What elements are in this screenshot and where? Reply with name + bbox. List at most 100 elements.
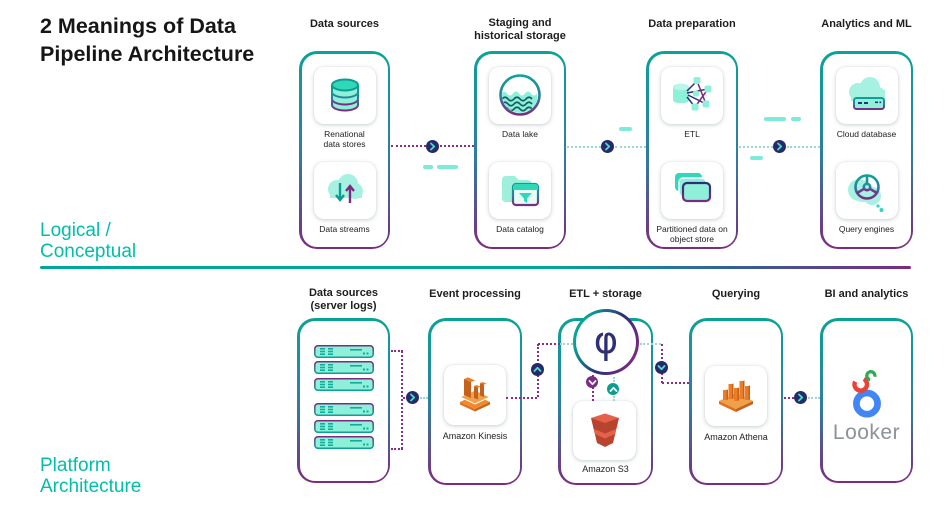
card-amazon-s3 [573, 401, 636, 460]
card-data-streams [313, 161, 376, 219]
s3-icon [590, 413, 619, 447]
card-amazon-kinesis [444, 364, 506, 425]
data-lake-icon [499, 74, 541, 116]
cloud-sync-icon [327, 174, 363, 203]
header-analytics-ml: Analytics and ML [821, 18, 912, 30]
chevron-up-badge-icon [531, 363, 544, 376]
decor-dash [437, 165, 458, 169]
decor-dash [619, 127, 632, 131]
card-label-data-streams: Data streams [319, 223, 370, 234]
group-platform-server-logs [297, 318, 390, 483]
page-title: 2 Meanings of Data Pipeline Architecture [40, 12, 300, 69]
chevron-right-badge-icon [794, 391, 807, 404]
cloud-database-icon [848, 77, 885, 110]
group-logical-data-preparation: ETL Partitioned data on object store [646, 51, 738, 249]
card-query-engines [835, 161, 898, 219]
decor-dash [750, 156, 763, 160]
chevron-down-badge-icon [586, 376, 598, 388]
partitioned-data-icon [675, 173, 712, 203]
row-label-platform-line2: Architecture [40, 476, 142, 498]
connector-dotted-line [560, 343, 573, 345]
group-logical-staging-storage: Data lake Data catalog [474, 51, 566, 249]
group-logical-data-sources: Renational data stores Data streams [299, 51, 390, 249]
connector-dotted-line [592, 375, 594, 401]
card-relational-data-stores [313, 66, 376, 124]
chevron-right-badge-icon [601, 140, 614, 153]
group-platform-querying: Amazon Athena [689, 318, 783, 485]
kinesis-icon [458, 376, 492, 411]
etl-icon [673, 77, 712, 111]
chevron-right-badge-icon [773, 140, 786, 153]
card-label-partitioned-data: Partitioned data on object store [656, 223, 728, 244]
row-label-platform-line1: Platform [40, 455, 111, 476]
chevron-right-badge-icon [406, 391, 419, 404]
card-data-catalog [489, 161, 551, 219]
server-icon [313, 377, 374, 391]
connector-dotted-line [538, 343, 560, 345]
group-platform-bi-analytics: Looker [820, 318, 913, 483]
connector-dotted-line [808, 397, 820, 399]
row-divider [40, 266, 911, 269]
connector-dotted-line [567, 146, 601, 148]
card-partitioned-data [661, 161, 723, 219]
connector-dotted-line [401, 351, 403, 449]
chevron-right-badge-icon [426, 140, 439, 153]
label-amazon-athena: Amazon Athena [704, 431, 768, 442]
row-label-logical-line1: Logical / [40, 220, 111, 241]
card-data-lake [489, 66, 551, 124]
server-icon [313, 361, 374, 374]
header-querying: Querying [711, 288, 761, 300]
decor-dash [423, 165, 433, 169]
group-platform-event-processing: Amazon Kinesis [428, 318, 522, 485]
decor-dash [791, 117, 801, 121]
server-icon [313, 403, 374, 416]
looker-logo [851, 369, 881, 418]
card-amazon-athena [705, 365, 767, 426]
server-icon [313, 436, 374, 449]
connector-dotted-line [784, 397, 794, 399]
athena-icon [719, 379, 753, 412]
connector-dotted-line [391, 350, 403, 352]
header-etl-storage: ETL + storage [569, 288, 642, 300]
page-title-line2: Pipeline Architecture [40, 42, 255, 67]
connector-dotted-line [440, 145, 474, 147]
server-icon [313, 344, 374, 358]
chevron-up-badge-icon [607, 383, 619, 395]
decor-dash [764, 117, 786, 121]
row-label-logical: Logical / Conceptual [40, 220, 136, 263]
page-title-line1: 2 Meanings of Data [40, 14, 236, 38]
row-label-platform: Platform Architecture [40, 455, 141, 498]
label-looker: Looker [832, 420, 901, 444]
connector-dotted-line [739, 146, 773, 148]
connector-dotted-line [615, 146, 646, 148]
query-engines-icon [847, 174, 883, 212]
phi-logo: φ [573, 309, 639, 375]
header-bi-analytics: BI and analytics [824, 288, 909, 300]
card-etl [661, 66, 723, 124]
group-logical-analytics-ml: Cloud database Query engines [820, 51, 913, 249]
connector-dotted-line [662, 382, 689, 384]
connector-dotted-line [640, 343, 661, 345]
header-data-preparation: Data preparation [648, 18, 736, 30]
connector-dotted-line [420, 397, 428, 399]
card-label-etl: ETL [684, 128, 700, 139]
card-cloud-database [835, 66, 898, 124]
card-label-data-lake: Data lake [502, 128, 538, 139]
card-label-data-catalog: Data catalog [496, 223, 544, 234]
data-catalog-icon [502, 176, 540, 207]
database-icon [330, 78, 359, 112]
server-icon [313, 419, 374, 433]
label-amazon-s3: Amazon S3 [582, 464, 629, 474]
card-label-relational-data-stores: Renational data stores [323, 128, 366, 149]
label-amazon-kinesis: Amazon Kinesis [442, 430, 508, 441]
header-staging-storage: Staging and historical storage [474, 17, 566, 42]
chevron-down-badge-icon [655, 361, 668, 374]
header-event-processing: Event processing [429, 288, 521, 300]
connector-dotted-line [391, 448, 403, 450]
connector-dotted-line [787, 146, 820, 148]
connector-dotted-line [391, 145, 426, 147]
connector-dotted-line [506, 397, 537, 399]
row-label-logical-line2: Conceptual [40, 241, 137, 263]
card-label-cloud-database: Cloud database [836, 128, 897, 139]
phi-symbol: φ [593, 319, 619, 362]
